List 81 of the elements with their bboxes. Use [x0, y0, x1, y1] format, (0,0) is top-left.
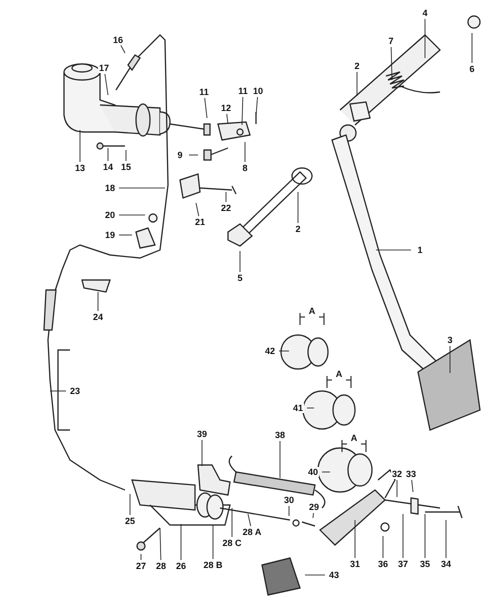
- callout-number: 43: [328, 570, 340, 580]
- callout-number: 37: [397, 559, 409, 569]
- callout-number: 31: [349, 559, 361, 569]
- callout-number: 11: [237, 86, 249, 96]
- leader-line: [278, 350, 290, 352]
- callout-number: 26: [175, 561, 187, 571]
- leader-line: [256, 96, 258, 116]
- leader-line: [312, 512, 314, 518]
- callout-number: 34: [440, 559, 452, 569]
- leader-line: [212, 524, 214, 560]
- leader-line: [248, 514, 252, 527]
- callout-number: 9: [176, 150, 184, 160]
- callout-number: 15: [120, 162, 132, 172]
- callout-number: 33: [405, 469, 417, 479]
- leader-line: [382, 536, 384, 558]
- leader-line: [304, 574, 326, 576]
- callout-number: 30: [283, 495, 295, 505]
- leader-line: [196, 202, 200, 217]
- callout-number: 19: [104, 230, 116, 240]
- callout-number: 17: [98, 63, 110, 73]
- leader-line: [160, 528, 162, 560]
- callout-number: 11: [198, 87, 210, 97]
- leader-line: [118, 234, 132, 236]
- callout-number: 25: [124, 516, 136, 526]
- callout-number: 40: [307, 467, 319, 477]
- leader-line: [140, 554, 142, 560]
- leader-line: [118, 214, 146, 216]
- callout-number: 28 A: [242, 527, 262, 537]
- leader-line: [188, 154, 198, 156]
- leader-line: [390, 46, 392, 80]
- leader-line: [120, 44, 126, 54]
- leader-line: [396, 480, 398, 498]
- callout-number: 35: [419, 559, 431, 569]
- callout-number: 21: [194, 217, 206, 227]
- leader-line: [180, 524, 182, 560]
- leader-line: [402, 514, 404, 558]
- leader-line: [354, 520, 356, 558]
- leader-line: [104, 74, 108, 96]
- callout-number: 14: [102, 162, 114, 172]
- callout-number: 10: [252, 86, 264, 96]
- callout-number: 28 C: [222, 538, 242, 548]
- dimension-label: A: [308, 306, 316, 316]
- callout-number: 27: [135, 561, 147, 571]
- callout-number: 3: [446, 335, 454, 345]
- callout-number: 24: [92, 312, 104, 322]
- callout-number: 38: [274, 430, 286, 440]
- callout-number: 13: [74, 163, 86, 173]
- leader-line: [411, 480, 414, 492]
- dimension-label: A: [334, 369, 344, 379]
- callout-number: 22: [220, 203, 232, 213]
- callout-number: 32: [391, 469, 403, 479]
- callout-number: 7: [388, 36, 394, 46]
- leader-line: [244, 142, 246, 162]
- callout-number: 5: [236, 273, 244, 283]
- callout-number: 4: [422, 8, 428, 18]
- callout-number: 28: [155, 561, 167, 571]
- callout-number: 16: [112, 35, 124, 45]
- leader-line: [424, 18, 426, 58]
- callout-number: 18: [104, 183, 116, 193]
- callout-number: 39: [196, 429, 208, 439]
- callout-number: 20: [104, 210, 116, 220]
- leader-line: [288, 506, 290, 516]
- leader-line: [424, 514, 426, 558]
- callout-number: 1: [416, 245, 424, 255]
- callout-number: 29: [308, 502, 320, 512]
- callout-number: 12: [220, 103, 232, 113]
- callout-number: 41: [292, 403, 304, 413]
- callout-number: 2: [354, 61, 360, 71]
- callout-number: 6: [468, 64, 476, 74]
- dimension-label: A: [350, 433, 358, 443]
- callout-number: 42: [264, 346, 276, 356]
- callout-number: 28 B: [202, 560, 224, 570]
- leader-line: [226, 114, 228, 124]
- leader-line: [50, 390, 66, 392]
- callout-number: 36: [377, 559, 389, 569]
- leader-line: [356, 72, 358, 96]
- callout-number: 23: [69, 386, 81, 396]
- leader-line: [242, 96, 244, 126]
- callout-number: 8: [242, 163, 248, 173]
- leader-line: [204, 98, 208, 118]
- callout-number: 2: [294, 224, 302, 234]
